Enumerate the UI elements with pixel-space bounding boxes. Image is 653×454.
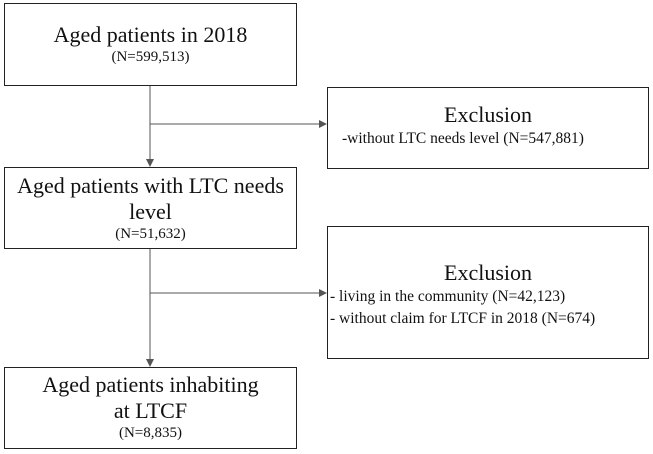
box-aged-patients-ltcf: Aged patients inhabiting at LTCF (N=8,83… [4,367,297,449]
exclusion-line: -without LTC needs level (N=547,881) [342,130,584,147]
box-title: Aged patients in 2018 [53,22,248,47]
box-count: (N=51,632) [115,226,186,242]
box-title: Aged patients inhabiting at LTCF [42,372,259,423]
box-aged-patients-ltc: Aged patients with LTC needs level (N=51… [4,167,297,249]
exclusion-line: - without claim for LTCF in 2018 (N=674) [330,310,596,327]
box-count: (N=599,513) [111,49,190,65]
exclusion-line: - living in the community (N=42,123) [330,288,566,305]
box-title: Aged patients with LTC needs level [17,173,284,224]
box-aged-patients-2018: Aged patients in 2018 (N=599,513) [4,3,297,86]
box-exclusion-2: Exclusion - living in the community (N=4… [327,226,649,359]
exclusion-title: Exclusion [444,260,532,285]
box-count: (N=8,835) [118,425,183,441]
exclusion-title: Exclusion [444,102,532,127]
box-exclusion-1: Exclusion -without LTC needs level (N=54… [327,87,649,169]
